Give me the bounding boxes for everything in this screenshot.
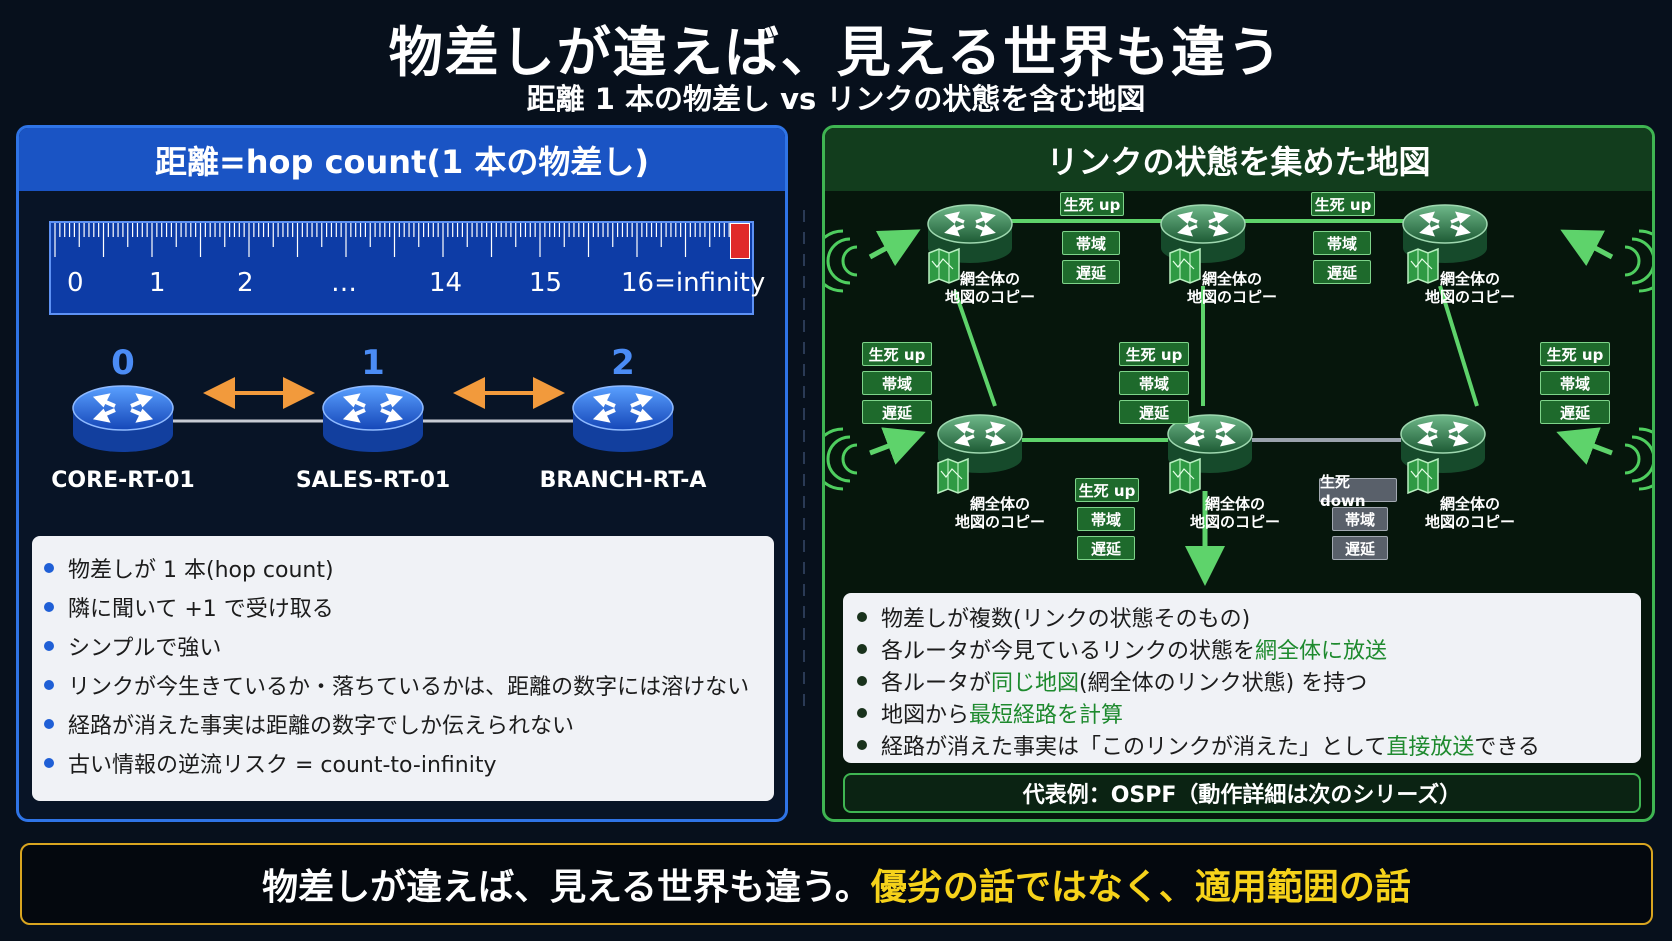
footer-main-text: 物差しが違えば、見える世界も違う。 [262, 867, 871, 908]
router-label-sales: SALES-RT-01 [295, 468, 451, 493]
link-tag-bandwidth-down: 帯域 [1332, 507, 1388, 531]
map-copy-label: 網全体の地図のコピー [954, 495, 1045, 531]
bullet-dot [857, 644, 867, 654]
link-tag-alive-up: 生死 up [1540, 342, 1610, 366]
map-copy-label: 網全体の地図のコピー [1189, 495, 1280, 531]
hop-count-panel: 距離=hop count(1 本の物差し) 0 1 2 … 14 15 16=i… [16, 125, 788, 822]
link-tag-alive-up: 生死 up [862, 342, 932, 366]
list-item: 経路が消えた事実は「このリンクが消えた」として直接放送できる [857, 729, 1631, 761]
link-tag-delay-down: 遅延 [1332, 536, 1388, 560]
link-tag-delay: 遅延 [1313, 260, 1371, 284]
list-item: 古い情報の逆流リスク = count-to-infinity [44, 743, 764, 782]
hop-count-heading: 距離=hop count(1 本の物差し) [19, 128, 785, 191]
list-item: シンプルで強い [44, 626, 764, 665]
router-label-core: CORE-RT-01 [51, 468, 195, 493]
ruler-ticks [54, 223, 730, 257]
link-state-panel: リンクの状態を集めた地図 [822, 125, 1655, 822]
ruler-label-15: 15 [529, 268, 563, 298]
link-tag-delay: 遅延 [1062, 260, 1120, 284]
router-core-icon [71, 384, 175, 454]
bullet-dot [857, 676, 867, 686]
ruler-label-14: 14 [429, 268, 463, 298]
link-tag-bandwidth: 帯域 [1062, 231, 1120, 255]
link-state-heading: リンクの状態を集めた地図 [825, 128, 1652, 191]
ruler-label-0: 0 [67, 268, 84, 298]
link-state-map [825, 203, 1652, 586]
map-copy-label: 網全体の地図のコピー [1186, 270, 1277, 306]
list-item: 物差しが複数(リンクの状態そのもの) [857, 601, 1631, 633]
footer-banner: 物差しが違えば、見える世界も違う。優劣の話ではなく、適用範囲の話 [20, 843, 1653, 925]
link-tag-bandwidth: 帯域 [1119, 371, 1189, 395]
link-tag-bandwidth: 帯域 [1540, 371, 1610, 395]
list-item: 地図から最短経路を計算 [857, 697, 1631, 729]
bullet-dot [44, 757, 54, 768]
list-item: 隣に聞いて +1 で受け取る [44, 587, 764, 626]
router-label-branch: BRANCH-RT-A [539, 468, 707, 493]
link-state-bullet-list: 物差しが複数(リンクの状態そのもの) 各ルータが今見ているリンクの状態を網全体に… [843, 593, 1641, 763]
ruler-label-1: 1 [149, 268, 166, 298]
list-item: 経路が消えた事実は距離の数字でしか伝えられない [44, 704, 764, 743]
link-tag-delay: 遅延 [1119, 400, 1189, 424]
link-tag-alive-up: 生死 up [1311, 192, 1375, 216]
footer-highlight-text: 優劣の話ではなく、適用範囲の話 [870, 867, 1411, 908]
link-tag-bandwidth: 帯域 [862, 371, 932, 395]
link-tag-alive-up: 生死 up [1119, 342, 1189, 366]
bullet-dot [857, 740, 867, 750]
bullet-dot [44, 640, 54, 651]
bullet-dot [44, 562, 54, 573]
bullet-dot [44, 601, 54, 612]
bullet-dot [857, 708, 867, 718]
hop-number-branch: 2 [611, 343, 635, 383]
page-subtitle: 距離 1 本の物差し vs リンクの状態を含む地図 [526, 82, 1146, 116]
link-tag-bandwidth: 帯域 [1313, 231, 1371, 255]
list-item: 各ルータが今見ているリンクの状態を網全体に放送 [857, 633, 1631, 665]
map-copy-label: 網全体の地図のコピー [1424, 495, 1515, 531]
link-tag-delay: 遅延 [1540, 400, 1610, 424]
link-tag-delay: 遅延 [862, 400, 932, 424]
link-tag-alive-down: 生死 down [1319, 473, 1397, 510]
ruler-label-ellipsis: … [331, 268, 357, 298]
link-tag-delay: 遅延 [1077, 536, 1135, 560]
list-item: 各ルータが同じ地図(網全体のリンク状態) を持つ [857, 665, 1631, 697]
page-title: 物差しが違えば、見える世界も違う [388, 21, 1284, 84]
hop-number-sales: 1 [361, 343, 385, 383]
bullet-dot [44, 718, 54, 729]
link-tag-bandwidth: 帯域 [1077, 507, 1135, 531]
infinity-marker [730, 223, 750, 259]
router-branch-icon [571, 384, 675, 454]
ruler-label-2: 2 [237, 268, 254, 298]
ruler-label-infinity: 16=infinity [621, 268, 766, 298]
link-tag-alive-up: 生死 up [1060, 192, 1124, 216]
hop-ruler: 0 1 2 … 14 15 16=infinity [49, 221, 765, 315]
panel-divider [803, 210, 805, 710]
list-item: リンクが今生きているか・落ちているかは、距離の数字には溶けない [44, 665, 764, 704]
hop-count-bullet-list: 物差しが 1 本(hop count) 隣に聞いて +1 で受け取る シンプルで… [32, 536, 774, 801]
ospf-example-banner: 代表例：OSPF（動作詳細は次のシリーズ） [843, 773, 1641, 813]
list-item: 物差しが 1 本(hop count) [44, 548, 764, 587]
map-copy-label: 網全体の地図のコピー [944, 270, 1035, 306]
bullet-dot [857, 612, 867, 622]
map-copy-label: 網全体の地図のコピー [1424, 270, 1515, 306]
bullet-dot [44, 679, 54, 690]
link-tag-alive-up: 生死 up [1075, 478, 1139, 502]
router-sales-icon [321, 384, 425, 454]
hop-number-core: 0 [111, 343, 135, 383]
hop-chain-graphic [71, 377, 675, 454]
